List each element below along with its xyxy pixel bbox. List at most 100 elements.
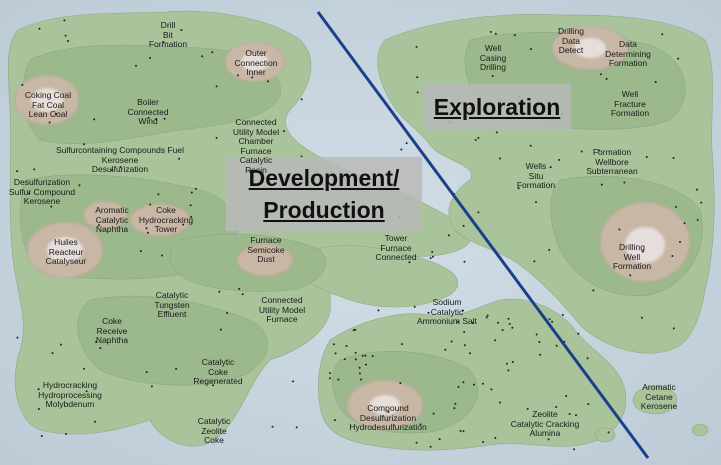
document-point [529, 48, 532, 51]
document-point [462, 309, 464, 312]
document-point [431, 250, 434, 253]
document-point [672, 327, 675, 330]
document-point [438, 438, 441, 441]
document-point [64, 34, 67, 37]
document-point [489, 30, 492, 33]
topic-label-compound-desulfurization: Compound Desulfurization Hydrodesulfuriz… [349, 403, 427, 432]
document-point [618, 228, 621, 231]
topic-label-huiles-reacteur: Huiles Reacteur Catalyseur [45, 237, 87, 266]
document-point [679, 240, 681, 243]
document-point [555, 344, 558, 347]
topic-label-catalytic-zeolite-coke: Catalytic Zeolite Coke [197, 416, 231, 445]
document-point [145, 371, 148, 374]
document-point [538, 341, 541, 343]
document-point [419, 423, 422, 426]
document-point [82, 367, 85, 370]
document-point [345, 344, 348, 347]
document-point [295, 426, 298, 429]
document-point [600, 183, 603, 186]
document-point [429, 445, 432, 448]
document-point [462, 430, 465, 433]
document-point [535, 333, 538, 336]
document-point [539, 353, 542, 356]
document-point [111, 169, 114, 172]
document-point [568, 413, 571, 415]
document-point [592, 289, 595, 292]
topic-label-drill-bit-formation: Drill Bit Formation [148, 20, 188, 49]
document-point [599, 73, 602, 76]
document-point [494, 436, 497, 439]
document-point [97, 224, 100, 227]
document-point [212, 384, 215, 387]
document-point [675, 205, 678, 208]
document-point [457, 321, 459, 324]
document-point [162, 40, 165, 43]
document-point [38, 27, 41, 30]
document-point [444, 348, 447, 351]
document-point [236, 74, 239, 77]
document-point [354, 328, 357, 331]
document-point [481, 382, 484, 385]
document-point [329, 377, 331, 380]
document-point [300, 98, 303, 101]
document-point [415, 441, 418, 444]
document-point [561, 313, 564, 316]
document-point [337, 378, 340, 381]
document-point [282, 130, 285, 133]
document-point [218, 290, 221, 293]
topic-label-zeolite-catalytic-cracking: Zeolite Catalytic Cracking Alumina [510, 409, 580, 438]
document-point [377, 309, 380, 312]
document-point [429, 257, 432, 260]
topic-label-sodium-catalytic-ammonium: Sodium Catalytic Ammonium Salt [417, 297, 477, 326]
document-point [267, 80, 269, 83]
document-point [54, 113, 57, 115]
document-point [163, 117, 166, 120]
document-point [505, 362, 508, 365]
document-point [700, 201, 703, 204]
document-point [400, 148, 403, 151]
document-point [672, 157, 675, 159]
document-point [215, 136, 218, 139]
topic-label-well-fracture-formation: Well Fracture Formation [610, 89, 650, 118]
topic-label-tower-furnace-connected: Tower Furnace Connected [375, 233, 417, 262]
document-point [416, 91, 419, 94]
document-point [99, 347, 102, 350]
topic-label-aromatic-cetane-kerosene: Aromatic Cetane Kerosene [640, 382, 678, 411]
document-point [149, 56, 152, 59]
document-point [696, 188, 698, 191]
document-point [555, 406, 558, 408]
topic-label-desulfurization-sulfur: Desulfurization Sulfur Compound Kerosene [8, 177, 76, 206]
document-point [182, 223, 185, 226]
document-point [511, 326, 514, 329]
document-point [463, 344, 466, 347]
document-point [334, 352, 337, 355]
document-point [450, 340, 453, 343]
document-point [139, 250, 142, 253]
document-point [361, 354, 364, 357]
document-point [189, 204, 192, 207]
document-point [457, 385, 460, 388]
document-point [507, 369, 510, 372]
topic-label-drilling-well-formation: Drilling Well Formation [612, 242, 652, 271]
document-point [477, 211, 480, 214]
document-point [629, 274, 632, 277]
document-point [37, 388, 40, 391]
document-point [501, 329, 504, 332]
document-point [586, 357, 589, 360]
document-point [453, 407, 456, 410]
hill-zones [14, 25, 691, 431]
document-point [387, 410, 390, 413]
document-point [251, 76, 254, 79]
document-point [497, 321, 500, 324]
document-point [40, 435, 43, 437]
topic-label-coke-receive-naphtha: Coke Receive Naphtha [95, 316, 129, 345]
document-point [415, 45, 418, 48]
topic-label-connected-utility-model: Connected Utility Model Chamber Furnace … [232, 117, 280, 175]
document-point [454, 402, 457, 405]
document-point [292, 380, 295, 383]
document-point [413, 305, 416, 308]
document-point [661, 33, 664, 36]
document-point [190, 191, 193, 194]
document-point [485, 316, 488, 319]
document-point [462, 381, 465, 384]
